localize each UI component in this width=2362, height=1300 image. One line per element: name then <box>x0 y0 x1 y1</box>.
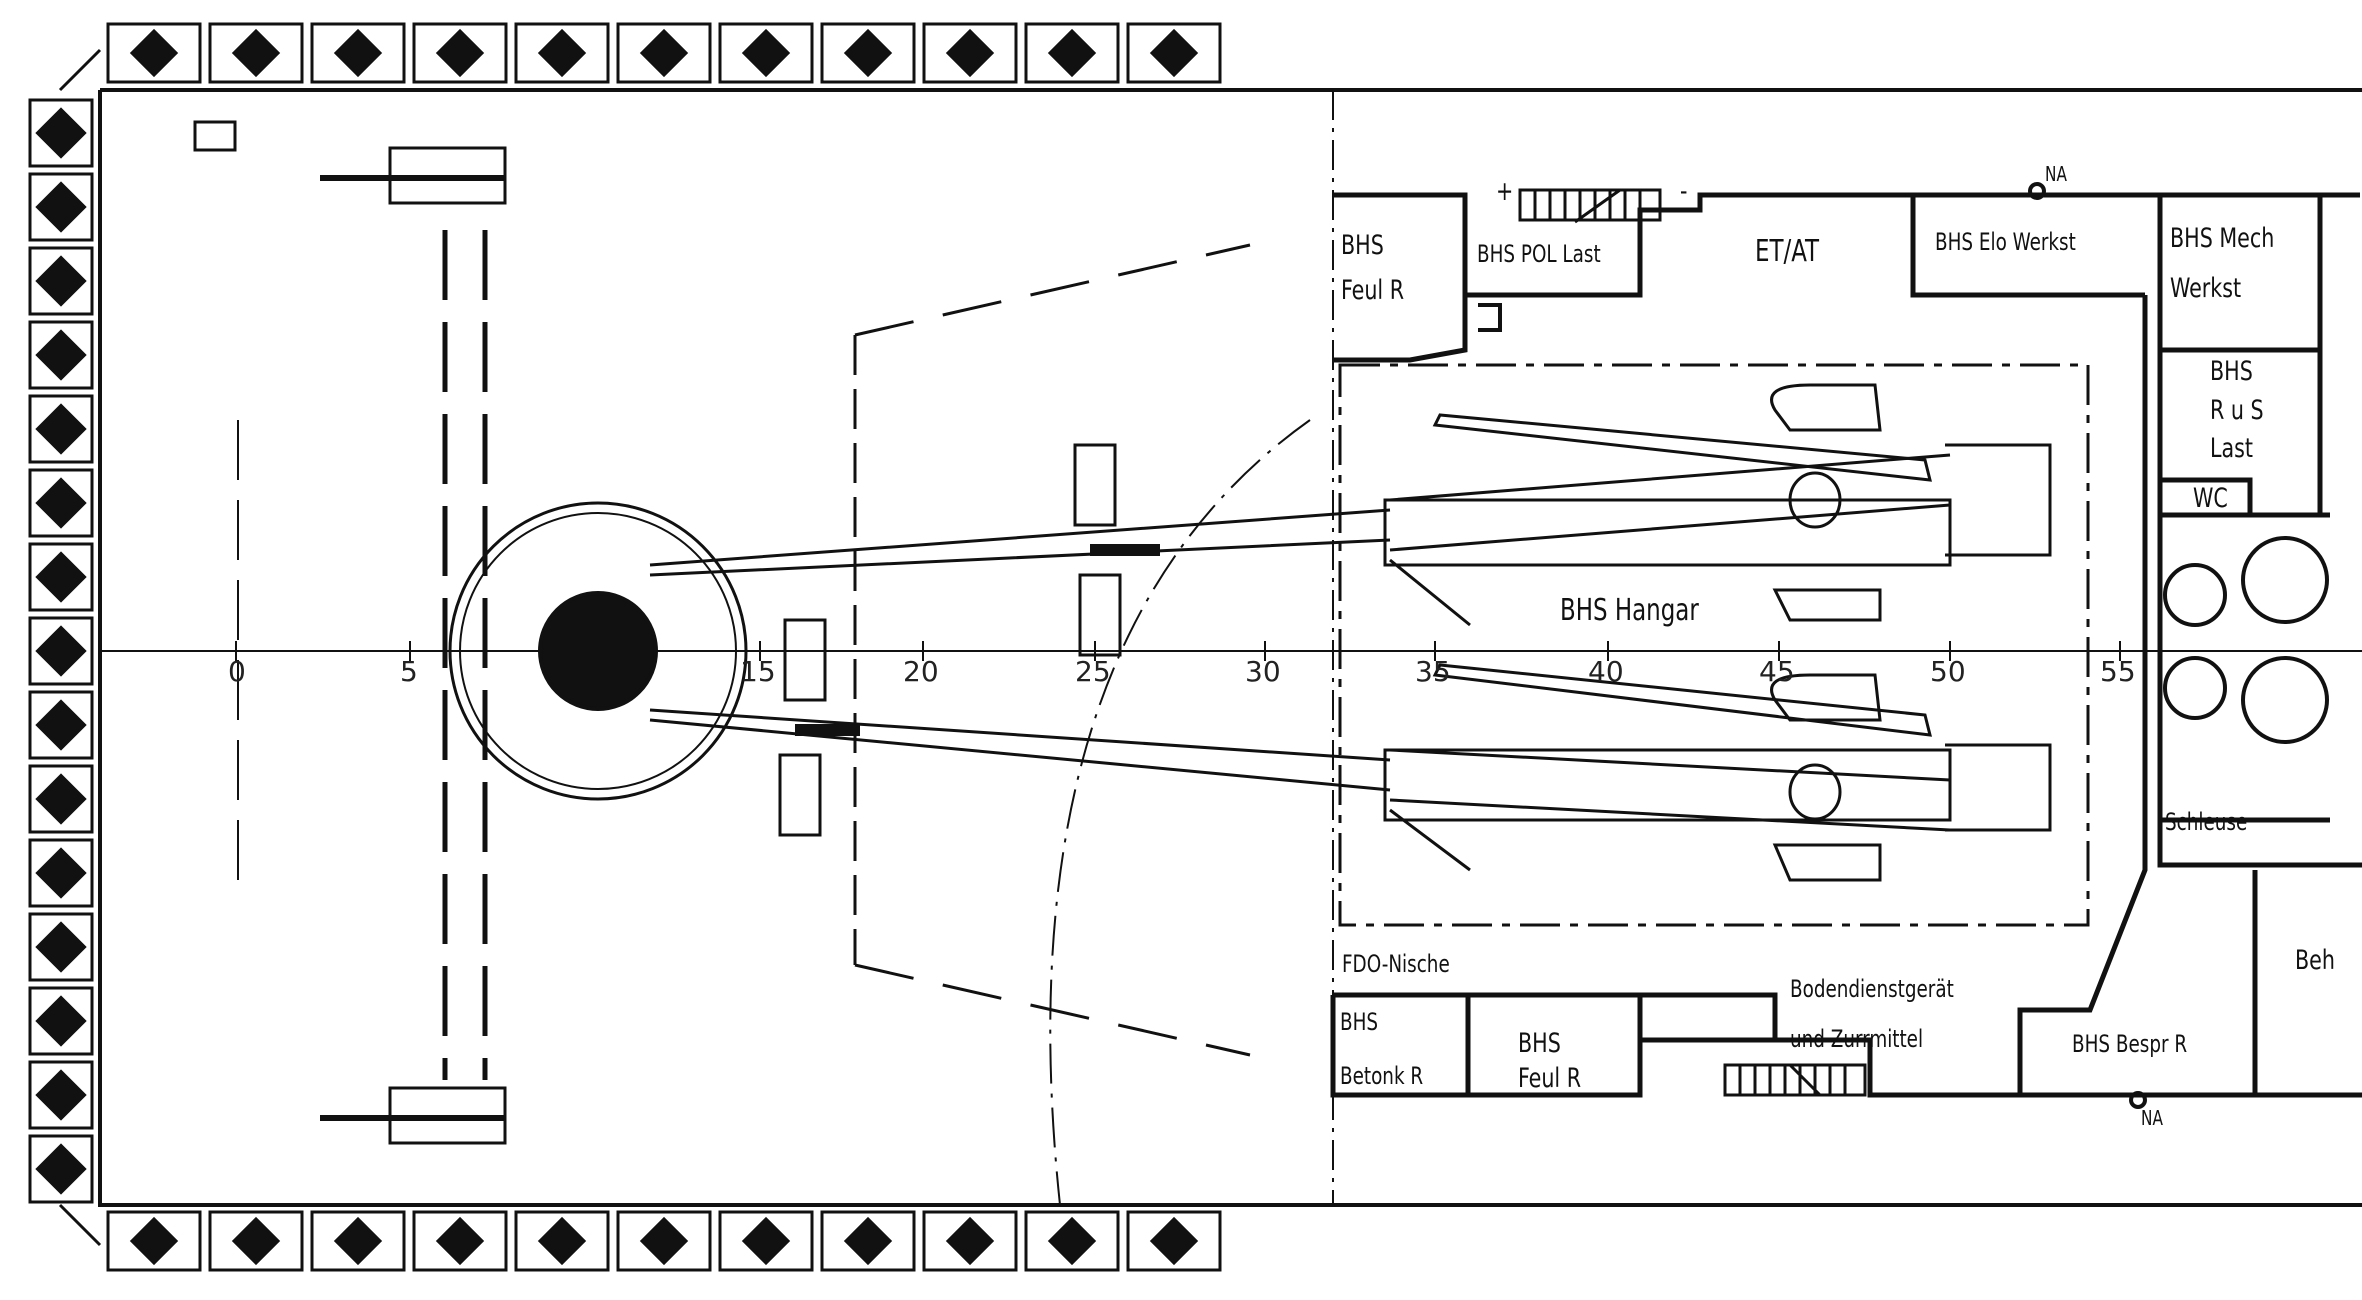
scale-label: 45 <box>1759 655 1795 688</box>
hull-outline <box>98 88 2362 1207</box>
room-label: BHS <box>1518 1028 1561 1059</box>
room-label: Last <box>2210 433 2254 464</box>
room-label: Beh <box>2295 945 2335 976</box>
chock-mark <box>35 625 87 677</box>
scale-label: 0 <box>228 655 246 688</box>
helicopter-bottom <box>649 618 2052 882</box>
chock-mark <box>129 28 179 78</box>
chock-mark <box>35 995 87 1047</box>
chock-mark <box>435 1216 485 1266</box>
chock-mark <box>1149 1216 1199 1266</box>
chock-mark <box>843 28 893 78</box>
chock-mark <box>35 181 87 233</box>
chock-mark <box>537 1216 587 1266</box>
chock-mark <box>639 28 689 78</box>
na-marker-label: NA <box>2045 162 2067 186</box>
chock-mark <box>35 477 87 529</box>
room-label: und Zurrmittel <box>1790 1025 1924 1053</box>
scale-label: 40 <box>1588 655 1624 688</box>
chock-mark <box>35 1069 87 1121</box>
chock-mark <box>435 28 485 78</box>
chock-mark <box>35 847 87 899</box>
room-label: Betonk R <box>1340 1062 1424 1090</box>
room-label: BHS <box>2210 356 2253 387</box>
chock-mark <box>945 28 995 78</box>
chock-mark <box>537 28 587 78</box>
chock-mark <box>945 1216 995 1266</box>
chock-mark <box>35 551 87 603</box>
scale-ticks <box>235 641 2121 661</box>
scale-label: 35 <box>1415 655 1451 688</box>
chock-mark <box>333 1216 383 1266</box>
landing-circle <box>448 501 748 801</box>
room-label: FDO-Nische <box>1342 950 1450 978</box>
room-label: Schleuse <box>2165 808 2248 836</box>
landing-spot <box>538 591 658 711</box>
stairs-bottom <box>1723 1063 1867 1097</box>
room-label: BHS POL Last <box>1477 240 1601 268</box>
minus-marker: - <box>1680 176 1688 207</box>
room-label: BHS <box>1340 1008 1379 1036</box>
chock-mark <box>741 1216 791 1266</box>
chock-mark <box>35 699 87 751</box>
scale-label: 55 <box>2100 655 2136 688</box>
room-label: BHS Elo Werkst <box>1935 228 2076 256</box>
chock-mark <box>35 329 87 381</box>
chock-mark <box>35 921 87 973</box>
room-label: BHS Hangar <box>1560 593 1699 628</box>
room-label: ET/AT <box>1755 234 1819 269</box>
room-label: BHS Mech <box>2170 223 2275 254</box>
room-label: R u S <box>2210 395 2264 426</box>
chock-mark <box>35 107 87 159</box>
plus-marker: + <box>1496 176 1514 207</box>
chock-mark <box>129 1216 179 1266</box>
deck-edge-chocks <box>28 22 1222 1272</box>
scale-label: 15 <box>740 655 776 688</box>
hull-corner-top <box>58 48 102 1247</box>
room-label: BHS <box>1341 230 1384 261</box>
chock-mark <box>35 773 87 825</box>
chock-mark <box>741 28 791 78</box>
chock-mark <box>1149 28 1199 78</box>
room-label: WC <box>2193 483 2228 514</box>
helicopter-top <box>649 383 2052 657</box>
chock-mark <box>35 1143 87 1195</box>
scale-label: 20 <box>903 655 939 688</box>
scale-label: 25 <box>1075 655 1111 688</box>
room-label: Feul R <box>1341 275 1405 306</box>
scale-label: 5 <box>400 655 418 688</box>
chock-mark <box>1047 1216 1097 1266</box>
na-marker-label: NA <box>2141 1106 2163 1130</box>
chock-mark <box>333 28 383 78</box>
chock-mark <box>35 255 87 307</box>
room-label: Bodendienstgerät <box>1790 975 1954 1003</box>
room-label: Feul R <box>1518 1063 1582 1094</box>
chock-mark <box>1047 28 1097 78</box>
room-label: BHS Bespr R <box>2072 1030 2188 1058</box>
chock-mark <box>843 1216 893 1266</box>
scale-label: 50 <box>1930 655 1966 688</box>
room-label: Werkst <box>2170 273 2242 304</box>
chock-mark <box>35 403 87 455</box>
stairs-top <box>1518 188 1662 224</box>
chock-mark <box>231 28 281 78</box>
chock-mark <box>231 1216 281 1266</box>
scale-label: 30 <box>1245 655 1281 688</box>
chock-mark <box>639 1216 689 1266</box>
